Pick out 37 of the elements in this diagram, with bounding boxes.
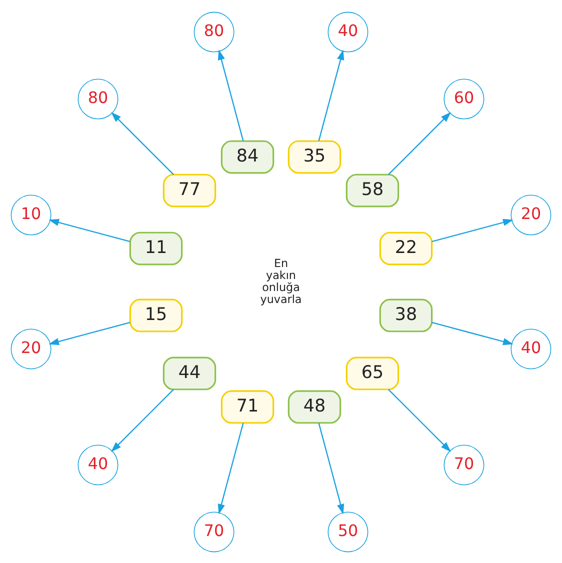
node-circle: 40 [510, 328, 552, 369]
arrow [318, 49, 344, 141]
arrow [111, 112, 174, 174]
arrow [218, 49, 244, 141]
node-box: 38 [379, 298, 433, 332]
node-circle: 50 [328, 511, 368, 552]
node-circle: 70 [194, 511, 234, 552]
node-circle: 40 [78, 444, 118, 485]
node-text: En yakın onluğa yuvarla [260, 256, 302, 306]
node-box: 77 [162, 173, 216, 207]
arrow [48, 218, 130, 242]
node-box: 44 [162, 356, 216, 390]
node-circle: 20 [510, 194, 552, 235]
node-circle: 60 [444, 78, 484, 119]
arrow [111, 388, 174, 452]
node-box: 15 [129, 298, 183, 332]
arrow [318, 422, 344, 514]
arrow [218, 422, 244, 514]
node-circle: 40 [328, 11, 368, 52]
node-circle: 80 [194, 11, 234, 52]
node-box: 71 [220, 390, 274, 424]
node-box: 84 [220, 140, 274, 174]
arrow [432, 321, 514, 345]
node-box: 11 [129, 231, 183, 265]
node-box: 65 [346, 356, 400, 390]
arrow [388, 388, 451, 452]
node-box: 22 [379, 231, 433, 265]
node-box: 35 [288, 140, 342, 174]
node-circle: 80 [78, 78, 118, 119]
node-circle: 70 [444, 444, 484, 485]
arrow [388, 112, 451, 174]
node-circle: 10 [10, 194, 52, 235]
arrow [48, 321, 130, 345]
node-box: 48 [288, 390, 342, 424]
node-box: 58 [346, 173, 400, 207]
arrow [432, 218, 514, 242]
node-circle: 20 [10, 328, 52, 369]
